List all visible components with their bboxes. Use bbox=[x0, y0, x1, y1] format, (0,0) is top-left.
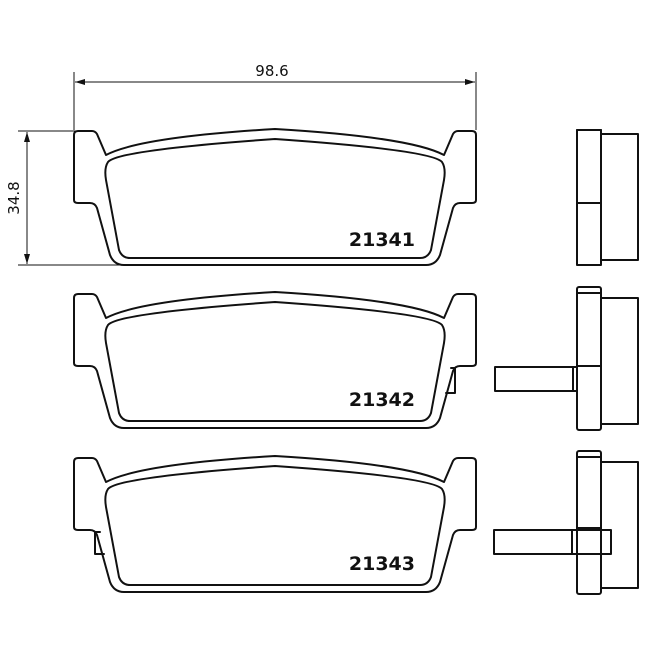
width-dimension-label: 98.6 bbox=[255, 62, 288, 80]
wear-sensor-pin bbox=[493, 529, 612, 555]
brake-pad-side-view bbox=[493, 450, 639, 595]
height-dimension: 34.8 bbox=[5, 130, 120, 266]
wear-sensor-tab bbox=[445, 367, 456, 394]
brake-pad-side-view bbox=[494, 286, 639, 431]
brake-pad-side-view bbox=[576, 129, 639, 266]
width-dimension: 98.6 bbox=[73, 62, 477, 130]
part-number-label: 21343 bbox=[349, 553, 415, 575]
height-dimension-label: 34.8 bbox=[5, 181, 23, 214]
brake-pad-front-view: 21341 bbox=[73, 128, 477, 266]
wear-sensor-tab bbox=[94, 531, 105, 555]
brake-pad-front-view: 21342 bbox=[73, 291, 477, 429]
brake-pad-front-view: 21343 bbox=[73, 455, 477, 593]
wear-sensor-pin bbox=[494, 366, 578, 392]
part-number-label: 21341 bbox=[349, 229, 415, 251]
part-number-label: 21342 bbox=[349, 389, 415, 411]
